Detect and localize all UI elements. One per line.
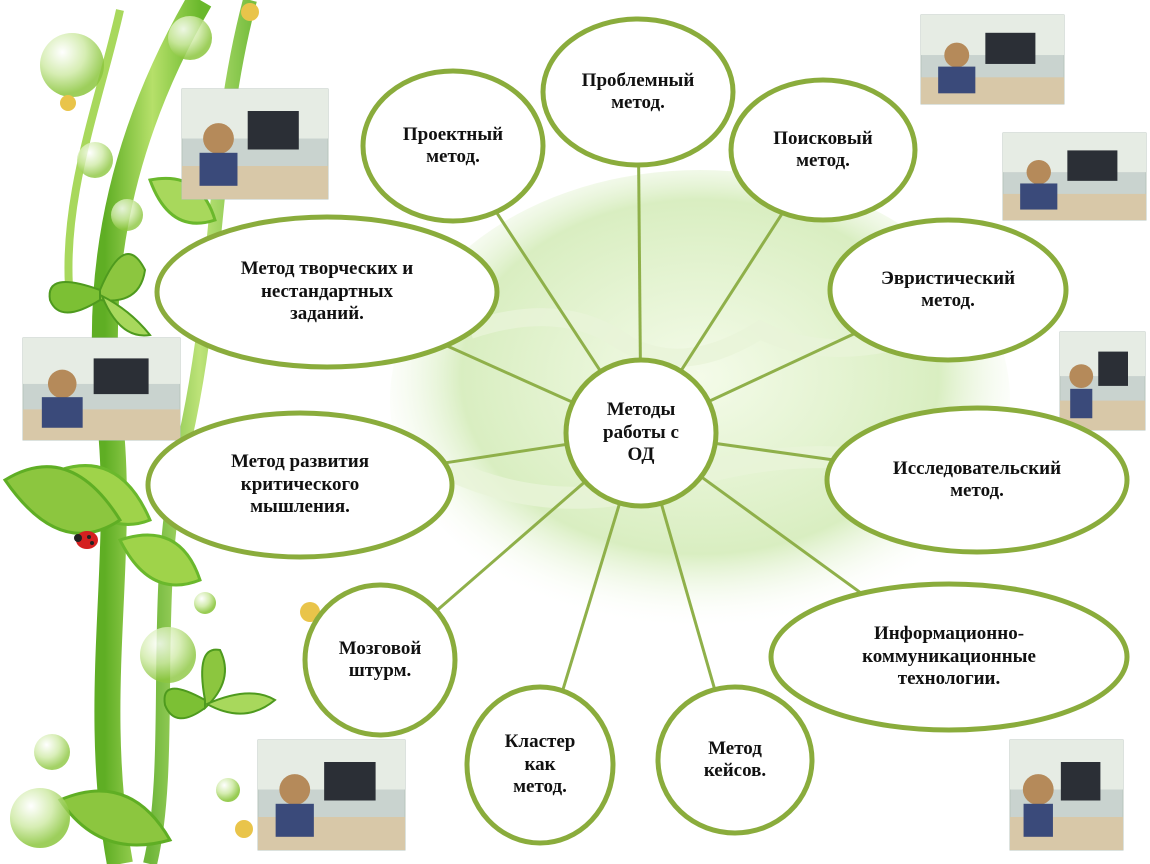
ladybug-icon bbox=[74, 531, 98, 549]
connectors-layer bbox=[435, 164, 863, 692]
connector-research bbox=[715, 441, 834, 462]
classroom-photo bbox=[920, 14, 1065, 105]
node-search-bubble bbox=[728, 77, 918, 223]
butterfly-icon bbox=[48, 253, 152, 337]
connector-cases bbox=[659, 502, 717, 690]
node-project-bubble bbox=[360, 68, 546, 224]
node-ict-bubble bbox=[768, 581, 1130, 733]
node-problem-bubble bbox=[540, 16, 736, 168]
connector-creative bbox=[445, 344, 574, 404]
node-research-bubble bbox=[824, 405, 1130, 555]
connector-brainstorm bbox=[435, 480, 587, 612]
classroom-photo bbox=[1059, 331, 1146, 431]
node-creative-bubble bbox=[154, 214, 500, 370]
center-node-bubble bbox=[563, 357, 719, 509]
classroom-photo bbox=[181, 88, 329, 200]
connector-ict bbox=[700, 475, 863, 595]
node-critical-bubble bbox=[145, 410, 455, 560]
nodes-layer bbox=[145, 16, 1130, 846]
connector-heuristic bbox=[708, 331, 856, 403]
classroom-photo bbox=[1002, 132, 1147, 221]
photos-layer bbox=[22, 14, 1147, 851]
classroom-photo bbox=[1009, 739, 1124, 851]
classroom-photo bbox=[257, 739, 406, 851]
classroom-photo bbox=[22, 337, 181, 441]
bubble-icon bbox=[10, 3, 320, 848]
connector-problem bbox=[637, 164, 642, 361]
connector-critical bbox=[444, 442, 568, 465]
node-cases-bubble bbox=[655, 684, 815, 836]
node-brainstorm-bubble bbox=[302, 582, 458, 738]
node-heuristic-bubble bbox=[827, 217, 1069, 363]
connector-project bbox=[494, 211, 602, 373]
connector-search bbox=[679, 212, 784, 372]
connector-cluster bbox=[561, 502, 622, 692]
butterfly-icon bbox=[163, 648, 277, 720]
node-cluster-bubble bbox=[464, 684, 616, 846]
